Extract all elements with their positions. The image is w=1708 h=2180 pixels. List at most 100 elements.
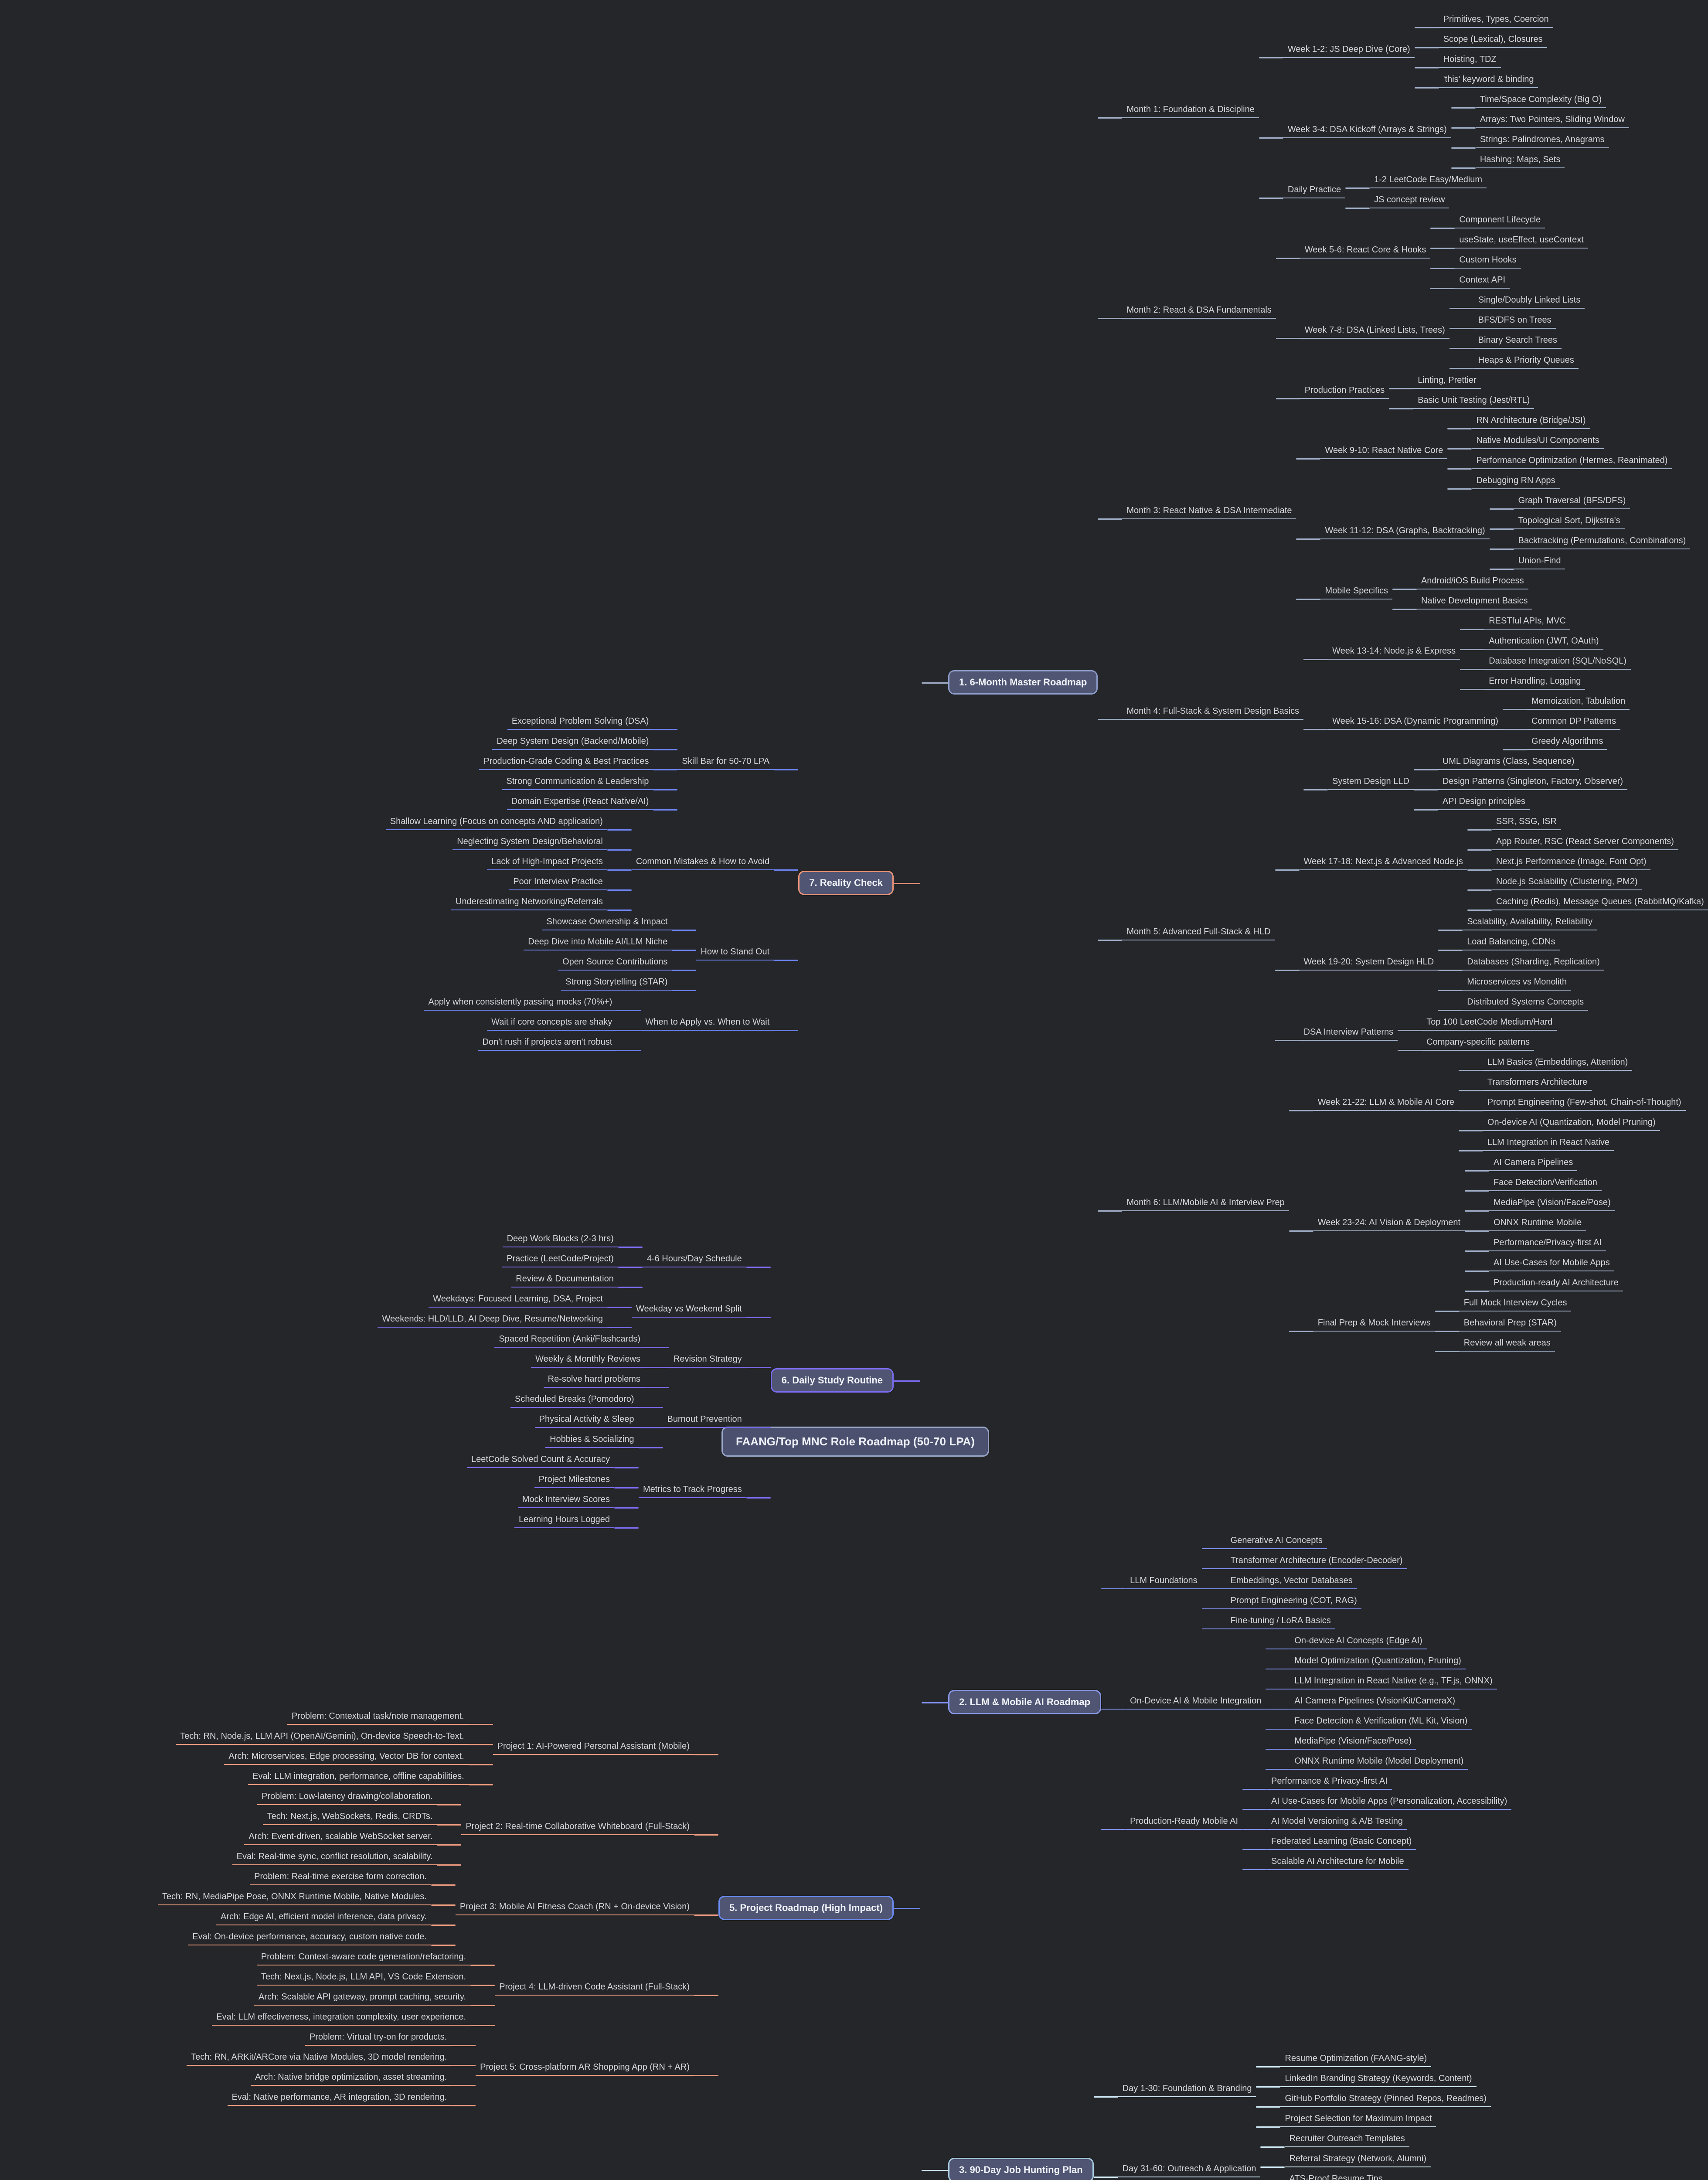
leaf-node-uml-diagrams-class-sequence[interactable]: UML Diagrams (Class, Sequence) [1413, 755, 1579, 770]
topic-node-dsa-interview-patterns[interactable]: DSA Interview Patterns [1275, 1026, 1398, 1041]
leaf-node-onnx-runtime-mobile-model-deployment[interactable]: ONNX Runtime Mobile (Model Deployment) [1266, 1755, 1468, 1770]
leaf-node-bfs-dfs-on-trees[interactable]: BFS/DFS on Trees [1449, 314, 1556, 329]
leaf-node-app-router-rsc-react-server-components[interactable]: App Router, RSC (React Server Components… [1467, 835, 1678, 851]
topic-node-weekday-vs-weekend-split[interactable]: Weekday vs Weekend Split [632, 1303, 771, 1318]
topic-node-week-19-20-system-design-hld[interactable]: Week 19-20: System Design HLD [1275, 956, 1439, 971]
topic-node-system-design-lld[interactable]: System Design LLD [1303, 775, 1414, 790]
leaf-node-single-doubly-linked-lists[interactable]: Single/Doubly Linked Lists [1449, 294, 1585, 309]
leaf-node-ai-use-cases-for-mobile-apps-personalization-acc[interactable]: AI Use-Cases for Mobile Apps (Personaliz… [1242, 1795, 1512, 1810]
topic-node-week-17-18-next-js-advanced-node-js[interactable]: Week 17-18: Next.js & Advanced Node.js [1275, 855, 1467, 871]
leaf-node-review-documentation[interactable]: Review & Documentation [511, 1273, 643, 1288]
topic-node-revision-strategy[interactable]: Revision Strategy [669, 1353, 771, 1368]
topic-node-month-4-full-stack-system-design-basics[interactable]: Month 4: Full-Stack & System Design Basi… [1098, 705, 1304, 720]
leaf-node-referral-strategy-network-alumni[interactable]: Referral Strategy (Network, Alumni) [1260, 2153, 1431, 2168]
leaf-node-binary-search-trees[interactable]: Binary Search Trees [1449, 334, 1562, 349]
leaf-node-basic-unit-testing-jest-rtl[interactable]: Basic Unit Testing (Jest/RTL) [1389, 394, 1534, 409]
leaf-node-face-detection-verification[interactable]: Face Detection/Verification [1465, 1176, 1602, 1192]
leaf-node-eval-llm-integration-performance-offline-capabil[interactable]: Eval: LLM integration, performance, offl… [248, 1770, 493, 1785]
leaf-node-problem-context-aware-code-generation-refactorin[interactable]: Problem: Context-aware code generation/r… [256, 1951, 495, 1966]
leaf-node-showcase-ownership-impact[interactable]: Showcase Ownership & Impact [542, 916, 697, 931]
leaf-node-transformers-architecture[interactable]: Transformers Architecture [1458, 1076, 1592, 1091]
leaf-node-design-patterns-singleton-factory-observer[interactable]: Design Patterns (Singleton, Factory, Obs… [1413, 775, 1628, 790]
topic-node-how-to-stand-out[interactable]: How to Stand Out [696, 946, 799, 961]
leaf-node-top-100-leetcode-medium-hard[interactable]: Top 100 LeetCode Medium/Hard [1398, 1016, 1557, 1031]
leaf-node-microservices-vs-monolith[interactable]: Microservices vs Monolith [1438, 976, 1572, 991]
leaf-node-ats-proof-resume-tips[interactable]: ATS-Proof Resume Tips [1285, 2173, 1387, 2180]
branch-node-7-reality-check[interactable]: 7. Reality Check [798, 871, 920, 895]
leaf-node-lack-of-high-impact-projects[interactable]: Lack of High-Impact Projects [487, 855, 632, 871]
leaf-node-project-milestones[interactable]: Project Milestones [534, 1473, 639, 1489]
leaf-node-weekdays-focused-learning-dsa-project[interactable]: Weekdays: Focused Learning, DSA, Project [429, 1293, 632, 1308]
leaf-node-native-modules-ui-components[interactable]: Native Modules/UI Components [1447, 434, 1604, 450]
leaf-node-weekends-hld-lld-ai-deep-dive-resume-networking[interactable]: Weekends: HLD/LLD, AI Deep Dive, Resume/… [378, 1313, 632, 1328]
leaf-node-production-ready-ai-architecture[interactable]: Production-ready AI Architecture [1465, 1277, 1623, 1292]
leaf-node-1-2-leetcode-easy-medium[interactable]: 1-2 LeetCode Easy/Medium [1345, 174, 1487, 189]
leaf-node-tech-rn-arkit-arcore-via-native-modules-3d-model[interactable]: Tech: RN, ARKit/ARCore via Native Module… [187, 2051, 476, 2066]
leaf-node-scalable-ai-architecture-for-mobile[interactable]: Scalable AI Architecture for Mobile [1242, 1855, 1409, 1870]
leaf-node-domain-expertise-react-native-ai[interactable]: Domain Expertise (React Native/AI) [507, 795, 678, 811]
leaf-node-union-find[interactable]: Union-Find [1489, 555, 1565, 570]
topic-node-production-practices[interactable]: Production Practices [1276, 384, 1389, 399]
topic-node-month-2-react-dsa-fundamentals[interactable]: Month 2: React & DSA Fundamentals [1098, 304, 1276, 319]
leaf-node-eval-on-device-performance-accuracy-custom-nativ[interactable]: Eval: On-device performance, accuracy, c… [188, 1931, 456, 1946]
leaf-node-scope-lexical-closures[interactable]: Scope (Lexical), Closures [1414, 33, 1547, 48]
leaf-node-authentication-jwt-oauth[interactable]: Authentication (JWT, OAuth) [1460, 635, 1603, 650]
leaf-node-next-js-performance-image-font-opt[interactable]: Next.js Performance (Image, Font Opt) [1467, 855, 1651, 871]
topic-node-llm-foundations[interactable]: LLM Foundations [1101, 1574, 1202, 1590]
leaf-node-onnx-runtime-mobile[interactable]: ONNX Runtime Mobile [1464, 1216, 1586, 1232]
topic-node-week-7-8-dsa-linked-lists-trees[interactable]: Week 7-8: DSA (Linked Lists, Trees) [1276, 324, 1449, 339]
leaf-node-on-device-ai-concepts-edge-ai[interactable]: On-device AI Concepts (Edge AI) [1266, 1635, 1427, 1650]
topic-node-project-1-ai-powered-personal-assistant-mobile[interactable]: Project 1: AI-Powered Personal Assistant… [493, 1740, 719, 1755]
topic-node-project-4-llm-driven-code-assistant-full-stack[interactable]: Project 4: LLM-driven Code Assistant (Fu… [495, 1981, 718, 1996]
leaf-node-ai-model-versioning-a-b-testing[interactable]: AI Model Versioning & A/B Testing [1242, 1815, 1408, 1830]
leaf-node-learning-hours-logged[interactable]: Learning Hours Logged [514, 1513, 639, 1529]
leaf-node-resume-optimization-faang-style[interactable]: Resume Optimization (FAANG-style) [1256, 2052, 1432, 2068]
leaf-node-scalability-availability-reliability[interactable]: Scalability, Availability, Reliability [1438, 916, 1597, 931]
leaf-node-database-integration-sql-nosql[interactable]: Database Integration (SQL/NoSQL) [1460, 655, 1631, 670]
leaf-node-shallow-learning-focus-on-concepts-and-applicati[interactable]: Shallow Learning (Focus on concepts AND … [385, 815, 632, 831]
topic-node-project-2-real-time-collaborative-whiteboard-ful[interactable]: Project 2: Real-time Collaborative White… [461, 1820, 718, 1836]
topic-node-month-3-react-native-dsa-intermediate[interactable]: Month 3: React Native & DSA Intermediate [1098, 504, 1296, 520]
leaf-node-physical-activity-sleep[interactable]: Physical Activity & Sleep [534, 1413, 663, 1428]
topic-node-skill-bar-for-50-70-lpa[interactable]: Skill Bar for 50-70 LPA [677, 755, 799, 770]
leaf-node-hashing-maps-sets[interactable]: Hashing: Maps, Sets [1451, 153, 1565, 169]
leaf-node-problem-virtual-try-on-for-products[interactable]: Problem: Virtual try-on for products. [305, 2031, 476, 2046]
topic-node-mobile-specifics[interactable]: Mobile Specifics [1296, 585, 1392, 600]
leaf-node-eval-llm-effectiveness-integration-complexity-us[interactable]: Eval: LLM effectiveness, integration com… [212, 2011, 495, 2026]
leaf-node-llm-integration-in-react-native[interactable]: LLM Integration in React Native [1458, 1136, 1614, 1151]
leaf-node-arch-scalable-api-gateway-prompt-caching-securit[interactable]: Arch: Scalable API gateway, prompt cachi… [254, 1991, 495, 2006]
leaf-node-production-grade-coding-best-practices[interactable]: Production-Grade Coding & Best Practices [479, 755, 678, 770]
leaf-node-custom-hooks[interactable]: Custom Hooks [1430, 254, 1521, 269]
leaf-node-wait-if-core-concepts-are-shaky[interactable]: Wait if core concepts are shaky [487, 1016, 641, 1031]
leaf-node-distributed-systems-concepts[interactable]: Distributed Systems Concepts [1438, 996, 1589, 1011]
topic-node-when-to-apply-vs-when-to-wait[interactable]: When to Apply vs. When to Wait [641, 1016, 799, 1031]
topic-node-month-6-llm-mobile-ai-interview-prep[interactable]: Month 6: LLM/Mobile AI & Interview Prep [1098, 1196, 1289, 1212]
leaf-node-deep-work-blocks-2-3-hrs[interactable]: Deep Work Blocks (2-3 hrs) [502, 1233, 643, 1248]
topic-node-burnout-prevention[interactable]: Burnout Prevention [663, 1413, 771, 1428]
leaf-node-face-detection-verification-ml-kit-vision[interactable]: Face Detection & Verification (ML Kit, V… [1266, 1715, 1472, 1730]
leaf-node-recruiter-outreach-templates[interactable]: Recruiter Outreach Templates [1260, 2132, 1409, 2148]
leaf-node-federated-learning-basic-concept[interactable]: Federated Learning (Basic Concept) [1242, 1835, 1416, 1850]
leaf-node-spaced-repetition-anki-flashcards[interactable]: Spaced Repetition (Anki/Flashcards) [494, 1333, 669, 1348]
leaf-node-problem-contextual-task-note-management[interactable]: Problem: Contextual task/note management… [287, 1710, 493, 1725]
leaf-node-prompt-engineering-few-shot-chain-of-thought[interactable]: Prompt Engineering (Few-shot, Chain-of-T… [1458, 1096, 1686, 1111]
leaf-node-native-development-basics[interactable]: Native Development Basics [1392, 595, 1532, 610]
leaf-node-arch-native-bridge-optimization-asset-streaming[interactable]: Arch: Native bridge optimization, asset … [250, 2071, 476, 2086]
branch-node-6-daily-study-routine[interactable]: 6. Daily Study Routine [770, 1368, 921, 1393]
leaf-node-topological-sort-dijkstra-s[interactable]: Topological Sort, Dijkstra's [1489, 514, 1625, 530]
topic-node-on-device-ai-mobile-integration[interactable]: On-Device AI & Mobile Integration [1101, 1695, 1266, 1710]
leaf-node-hobbies-socializing[interactable]: Hobbies & Socializing [545, 1433, 663, 1448]
leaf-node-arch-event-driven-scalable-websocket-server[interactable]: Arch: Event-driven, scalable WebSocket s… [244, 1830, 462, 1846]
leaf-node-github-portfolio-strategy-pinned-repos-readmes[interactable]: GitHub Portfolio Strategy (Pinned Repos,… [1256, 2092, 1491, 2108]
leaf-node-practice-leetcode-project[interactable]: Practice (LeetCode/Project) [502, 1253, 643, 1268]
topic-node-production-ready-mobile-ai[interactable]: Production-Ready Mobile AI [1101, 1815, 1243, 1830]
leaf-node-arch-microservices-edge-processing-vector-db-for[interactable]: Arch: Microservices, Edge processing, Ve… [224, 1750, 493, 1765]
branch-node-5-project-roadmap-high-impact[interactable]: 5. Project Roadmap (High Impact) [718, 1896, 921, 1920]
leaf-node-mediapipe-vision-face-pose[interactable]: MediaPipe (Vision/Face/Pose) [1465, 1196, 1615, 1212]
topic-node-week-21-22-llm-mobile-ai-core[interactable]: Week 21-22: LLM & Mobile AI Core [1289, 1096, 1459, 1111]
leaf-node-llm-integration-in-react-native-e-g-tf-js-onnx[interactable]: LLM Integration in React Native (e.g., T… [1266, 1675, 1497, 1690]
leaf-node-eval-real-time-sync-conflict-resolution-scalabil[interactable]: Eval: Real-time sync, conflict resolutio… [232, 1850, 462, 1866]
topic-node-day-1-30-foundation-branding[interactable]: Day 1-30: Foundation & Branding [1093, 2082, 1256, 2098]
topic-node-week-13-14-node-js-express[interactable]: Week 13-14: Node.js & Express [1303, 645, 1460, 660]
leaf-node-review-all-weak-areas[interactable]: Review all weak areas [1435, 1337, 1555, 1352]
